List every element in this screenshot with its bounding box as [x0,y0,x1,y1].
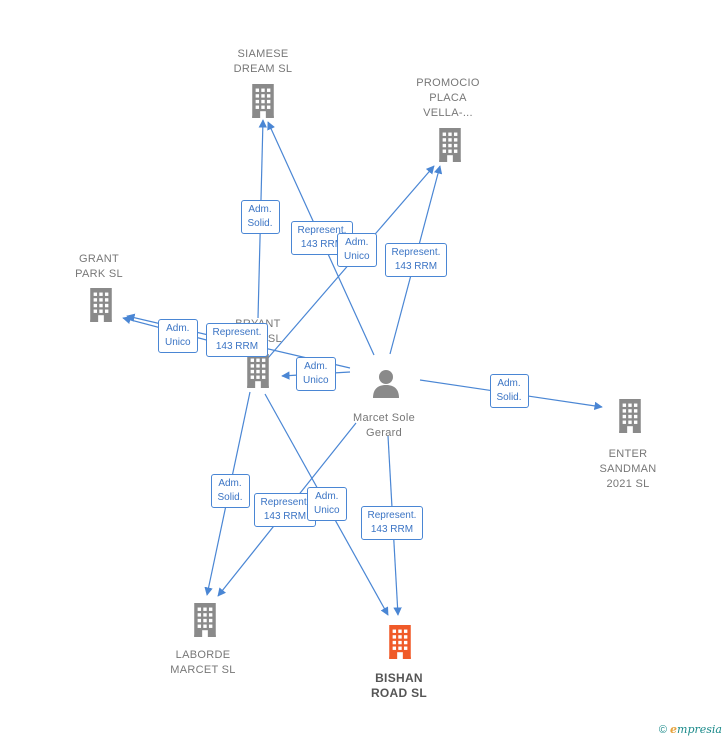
marcet-label-line: Marcet Sole [353,412,415,424]
edges-layer [122,119,603,616]
edge-label-line: Adm. [345,237,369,248]
laborde-label-line: MARCET SL [170,664,236,676]
edge-label-line: Solid. [217,492,243,503]
edge-label-bryant-to-grant[interactable]: Adm. Unico [158,319,198,353]
edge-label-line: Unico [314,505,340,516]
edge-label-marcet-to-laborde[interactable]: Represent. 143 RRM [253,493,317,527]
grant-building-icon[interactable] [87,288,115,327]
bishan-label-line: ROAD SL [370,686,428,700]
edge-label-line: 143 RRM [370,524,414,535]
edge-label-line: Adm. [218,478,242,489]
empresia-logo: empresia [670,723,722,736]
enter-label[interactable]: ENTER SANDMAN 2021 SL [573,447,683,492]
edge-label-line: Adm. [248,204,272,215]
siamese-label-line: SIAMESE [237,48,289,60]
edge-label-line: Represent. [260,497,310,508]
enter-label-line: SANDMAN [599,463,657,475]
bishan-building-icon[interactable] [386,625,414,664]
laborde-label-line: LABORDE [175,649,231,661]
edge-label-line: Adm. [304,361,328,372]
edge-label-line: Solid. [496,392,522,403]
edge-label-marcet-to-grant[interactable]: Represent. 143 RRM [205,323,269,357]
edge-label-line: Unico [165,337,191,348]
promocio-label[interactable]: PROMOCIO PLACA VELLA-... [393,76,503,121]
edge-label-marcet-to-bishan[interactable]: Represent. 143 RRM [360,506,424,540]
edge-label-marcet-to-enter[interactable]: Adm. Solid. [489,374,529,408]
promocio-building-icon[interactable] [436,128,464,167]
bishan-label-line: BISHAN [375,671,423,685]
edge-label-line: Represent. [391,247,441,258]
edge-label-bryant-to-laborde[interactable]: Adm. Solid. [210,474,250,508]
siamese-building-icon[interactable] [249,84,277,123]
enter-label-line: ENTER [608,448,648,460]
edge-label-bryant-to-siamese[interactable]: Adm. Solid. [240,200,280,234]
bryant-building-icon[interactable] [244,354,272,393]
promocio-label-line: PLACA [429,91,467,104]
marcet-label-line: Gerard [365,427,403,439]
promocio-label-line: VELLA-... [423,106,473,119]
grant-label-line: PARK SL [75,268,123,280]
edge-label-bryant-to-promocio[interactable]: Adm. Unico [337,233,377,267]
edge-label-line: Adm. [166,323,190,334]
edge-label-marcet-to-bryant[interactable]: Adm. Unico [296,357,336,391]
enter-label-line: 2021 SL [606,478,650,490]
siamese-label-line: DREAM SL [233,63,293,75]
edge-label-line: 143 RRM [300,239,344,250]
edge-label-line: 143 RRM [215,341,259,352]
grant-label[interactable]: GRANT PARK SL [44,252,154,282]
siamese-label[interactable]: SIAMESE DREAM SL [208,47,318,77]
footer-brand: © empresia [659,723,722,736]
edge-label-marcet-to-promocio[interactable]: Represent. 143 RRM [384,243,448,277]
marcet-person-icon[interactable] [371,368,401,403]
edge-label-line: Unico [344,251,370,262]
enter-building-icon[interactable] [616,399,644,438]
laborde-label[interactable]: LABORDE MARCET SL [148,648,258,678]
edge-label-line: Adm. [315,491,339,502]
grant-label-line: GRANT [79,253,119,265]
edge-label-line: Represent. [367,510,417,521]
edge-label-bryant-to-bishan[interactable]: Adm. Unico [307,487,347,521]
edge-label-line: Represent. [212,327,262,338]
edge-label-line: Solid. [247,218,273,229]
edge-label-line: Represent. [297,225,347,236]
laborde-building-icon[interactable] [191,603,219,642]
promocio-label-line: PROMOCIO [416,76,480,89]
edge-label-line: Unico [303,375,329,386]
edge-label-line: 143 RRM [263,511,307,522]
copyright-symbol: © [658,724,667,736]
edge-label-line: 143 RRM [394,261,438,272]
edge-label-line: Adm. [497,378,521,389]
